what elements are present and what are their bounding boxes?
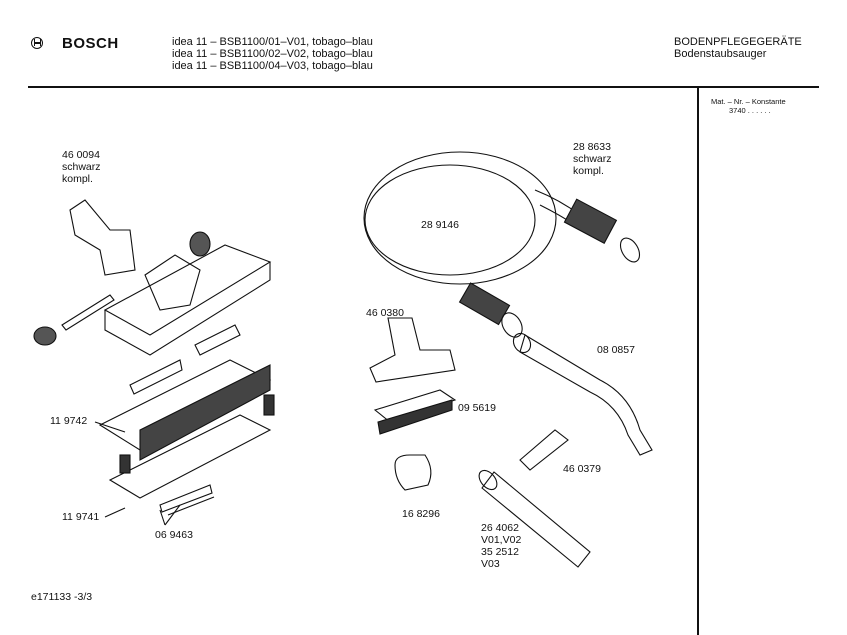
upholstery-nozzle-drawing	[369, 317, 456, 383]
clip-drawing	[394, 454, 432, 491]
model-line: idea 11 – BSB1100/01–V01, tobago–blau	[172, 36, 373, 48]
category-block: BODENPFLEGEGERÄTE Bodenstaubsauger	[674, 36, 802, 60]
brush-drawing	[373, 389, 457, 435]
sidebar-value: 3740 . . . . . .	[729, 106, 771, 115]
straight-tube-drawing	[481, 471, 591, 568]
part-label-119741: 11 9741	[62, 511, 100, 523]
elbow-drawing	[69, 199, 136, 276]
part-label-460380: 46 0380	[366, 307, 404, 319]
part-label-080857: 08 0857	[597, 344, 635, 356]
part-label-460379: 46 0379	[563, 463, 601, 475]
sidebar-title: Mat. – Nr. – Konstante	[711, 97, 786, 106]
part-label-289146: 28 9146	[421, 219, 459, 231]
document-id: e171133 -3/3	[31, 591, 93, 603]
sidebar-divider	[697, 87, 699, 635]
crevice-tool-drawing	[519, 429, 569, 471]
sidebar: Mat. – Nr. – Konstante 3740 . . . . . .	[711, 97, 786, 115]
hose-drawing	[363, 151, 641, 338]
model-line: idea 11 – BSB1100/04–V03, tobago–blau	[172, 60, 373, 72]
brand-name: BOSCH	[62, 35, 119, 52]
part-label-069463: 06 9463	[155, 529, 193, 541]
leader-lines	[94, 421, 181, 526]
floor-nozzle-drawing	[98, 244, 275, 516]
bosch-logo-icon	[31, 37, 43, 49]
header-divider	[28, 86, 819, 88]
curved-tube-drawing	[519, 334, 653, 456]
subcategory: Bodenstaubsauger	[674, 48, 767, 60]
model-line: idea 11 – BSB1100/02–V02, tobago–blau	[172, 48, 373, 60]
part-label-095619: 09 5619	[458, 402, 496, 414]
model-list: idea 11 – BSB1100/01–V01, tobago–blau id…	[172, 36, 373, 72]
part-label-168296: 16 8296	[402, 508, 440, 520]
category: BODENPFLEGEGERÄTE	[674, 36, 802, 48]
part-label-119742: 11 9742	[50, 415, 88, 427]
